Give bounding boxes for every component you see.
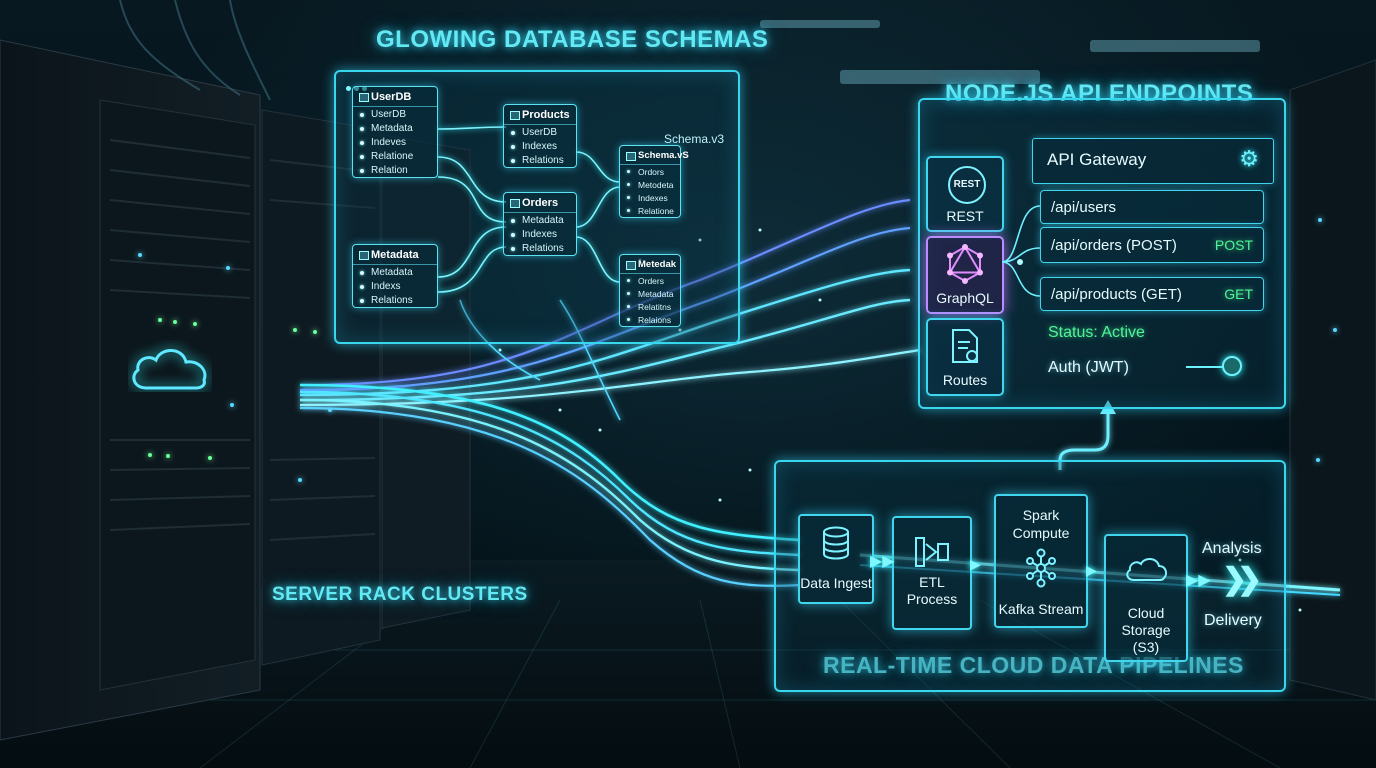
graphql-icon <box>947 244 983 284</box>
table-metadata: Metadata Metadata Indexs Relations <box>352 244 438 308</box>
table-field: UserDB <box>353 107 437 121</box>
routes-button[interactable]: Routes <box>926 318 1004 396</box>
auth-toggle[interactable] <box>1222 356 1242 376</box>
table-field: Metadata <box>620 287 680 300</box>
table-field: Relations <box>504 153 576 167</box>
table-field: Indexes <box>620 191 680 204</box>
delivery-label: Delivery <box>1204 612 1262 629</box>
graphql-label: GraphQL <box>936 290 994 306</box>
schema-relations <box>437 126 621 293</box>
double-chevron-right-icon: ❯❯ <box>1222 563 1262 596</box>
table-field: Ordors <box>620 165 680 178</box>
analysis-label: Analysis <box>1202 540 1262 557</box>
ceiling-cables <box>119 0 271 101</box>
stage-spark-label: Spark Compute <box>1012 507 1070 541</box>
chevron-right-icon: ▶ <box>1086 562 1097 578</box>
table-header: Products <box>504 105 576 125</box>
table-field: Relations <box>353 293 437 307</box>
auth-label: Auth (JWT) <box>1048 359 1129 376</box>
table-header: Schema.vS <box>620 146 689 165</box>
rest-globe-icon: REST <box>948 166 986 204</box>
table-field: Indexes <box>504 227 576 241</box>
table-schema-vs: Schema.vS Ordors Metodeta Indexes Relati… <box>619 145 689 218</box>
table-field: Relatione <box>353 149 437 163</box>
endpoint-path: /api/products (GET) <box>1051 285 1182 303</box>
api-gateway-title: API Gateway <box>1047 150 1147 169</box>
table-field: Relatione <box>620 204 680 217</box>
status-text: Status: Active <box>1048 324 1145 341</box>
table-field: Metodeta <box>620 178 680 191</box>
database-icon <box>823 526 849 560</box>
table-metedak: Metedak Orders Metadata Relatitns Relaio… <box>619 254 681 327</box>
endpoint-path: /api/users <box>1051 198 1117 216</box>
rest-label: REST <box>946 208 984 224</box>
etl-icon <box>915 537 949 567</box>
endpoint-method: POST <box>1214 237 1253 253</box>
stage-etl-process[interactable]: ETL Process <box>892 516 972 630</box>
routes-label: Routes <box>942 372 988 388</box>
stage-kafka-label: Kafka Stream <box>998 601 1084 617</box>
auth-toggle-track <box>1186 366 1224 368</box>
table-field: Relatitns <box>620 300 680 313</box>
stage-label: Cloud Storage (S3) <box>1121 605 1171 655</box>
table-field: Indexes <box>504 139 576 153</box>
table-field: Indexs <box>353 279 437 293</box>
stage-cloud-storage[interactable]: Cloud Storage (S3) <box>1104 534 1188 662</box>
endpoint-orders[interactable]: /api/orders (POST) POST <box>1040 227 1264 263</box>
pipeline-to-api-arrow <box>1058 410 1110 470</box>
endpoint-connectors <box>1002 205 1041 297</box>
chevron-right-icon: ▶▶ <box>1186 572 1211 589</box>
table-header: Metedak <box>620 255 680 274</box>
api-title: NODE.JS API ENDPOINTS <box>945 80 1254 107</box>
floor-grid <box>150 599 1376 768</box>
schema-version: Schema.v3 <box>663 132 724 146</box>
graphql-button[interactable]: GraphQL <box>926 236 1004 314</box>
kafka-node-icon <box>1026 548 1056 588</box>
routes-document-icon <box>952 329 978 363</box>
table-orders: Orders Metadata Indexes Relations <box>503 192 577 256</box>
cloud-storage-icon <box>1126 558 1168 581</box>
rest-button[interactable]: REST REST <box>926 156 1004 232</box>
stage-label: ETL Process <box>906 574 958 607</box>
table-field: Relation <box>353 163 437 177</box>
api-gateway-header: API Gateway ⚙ <box>1032 138 1274 184</box>
stage-spark-kafka[interactable]: Spark Compute Kafka Stream <box>994 494 1088 628</box>
right-server-racks <box>1289 59 1376 701</box>
table-field: UserDB <box>504 125 576 139</box>
endpoint-users[interactable]: /api/users <box>1040 190 1264 224</box>
racks-title: SERVER RACK CLUSTERS <box>272 584 528 605</box>
chevron-right-icon: ▶ <box>970 556 981 572</box>
gear-icon[interactable]: ⚙ <box>1239 146 1259 171</box>
table-header: Metadata <box>353 245 437 265</box>
cloud-icon <box>128 340 212 392</box>
table-field: Indeves <box>353 135 437 149</box>
table-header: UserDB <box>353 87 437 107</box>
ceiling-lights <box>760 20 1260 84</box>
endpoint-path: /api/orders (POST) <box>1051 236 1177 254</box>
table-field: Orders <box>620 274 680 287</box>
stage-label: Data Ingest <box>800 575 872 591</box>
table-products: Products UserDB Indexes Relations <box>503 104 577 168</box>
table-field: Metadata <box>353 121 437 135</box>
chevron-right-icon: ▶▶ <box>870 553 895 570</box>
stage-data-ingest[interactable]: Data Ingest <box>798 514 874 604</box>
table-field: Metadata <box>353 265 437 279</box>
table-header: Orders <box>504 193 576 213</box>
schemas-title: GLOWING DATABASE SCHEMAS <box>376 26 769 53</box>
table-field: Metadata <box>504 213 576 227</box>
table-field: Relations <box>504 241 576 255</box>
endpoint-products[interactable]: /api/products (GET) GET <box>1040 277 1264 311</box>
endpoint-method: GET <box>1224 286 1253 302</box>
table-field: Relaions <box>620 313 680 326</box>
table-userdb: UserDB UserDB Metadata Indeves Relatione… <box>352 86 438 178</box>
